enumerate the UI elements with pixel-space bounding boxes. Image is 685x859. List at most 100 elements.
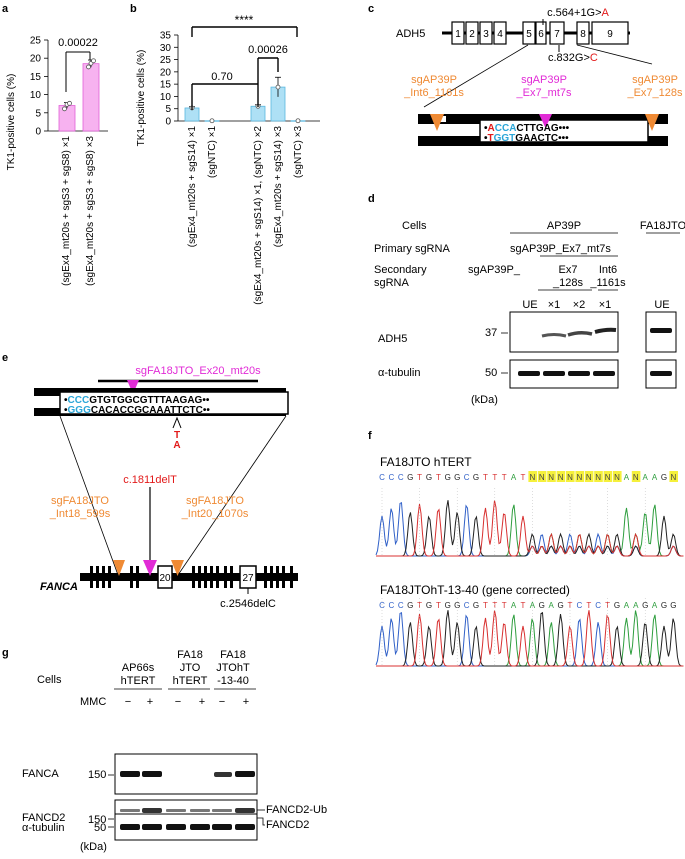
panel-g-mmc-2: + <box>147 696 153 708</box>
panel-c-exon <box>591 21 629 45</box>
panel-d-primary-label: Primary sgRNA <box>374 243 450 255</box>
panel-c-exon <box>522 21 536 45</box>
panel-f-seq2-base: T <box>436 601 441 610</box>
panel-b-ytick-label: 25 <box>160 55 172 66</box>
panel-a-point <box>62 106 67 112</box>
panel-d-lane-5: UE <box>654 299 669 311</box>
band <box>593 371 615 376</box>
panel-a-ytick-label: 15 <box>30 72 42 83</box>
panel-c-seq-bottom: •TGGTGAACTC••• <box>484 133 569 144</box>
panel-f-trace1-trace-t <box>376 500 684 557</box>
panel-f-seq1-base: T <box>417 473 422 482</box>
panel-f-seq2-base: C <box>595 601 601 610</box>
band <box>568 371 590 376</box>
panel-e-arrow-top <box>127 380 139 394</box>
panel-c-exon <box>493 21 507 45</box>
panel-d-lane-4: ×1 <box>599 299 612 311</box>
panel-f-seq1-base: N <box>671 473 677 482</box>
panel-a-ytick-label: 5 <box>35 108 41 119</box>
panel-e-gene: FANCA <box>40 581 78 593</box>
panel-f-seq2-base: T <box>586 601 591 610</box>
panel-f-seq1-base: A <box>511 473 517 482</box>
panel-e-mutation-2: c.2546delC <box>220 598 276 610</box>
panel-f-seq2-base: G <box>426 601 432 610</box>
panel-f-seq1-highlight <box>631 471 641 482</box>
panel-b-xtick-2: (sgNTC) ×1 <box>207 126 218 178</box>
panel-g-cell2-1: FA18 <box>177 649 203 661</box>
panel-a-pvalue: 0.00022 <box>58 37 98 49</box>
panel-c-sg-right-1: sgAP39P <box>632 74 678 86</box>
panel-f-seq1-base: N <box>586 473 592 482</box>
panel-f-seq1-highlight <box>669 471 678 482</box>
panel-c-seq-top: •ACCACTTGAG••• <box>484 123 570 134</box>
panel-f-seq1-base: C <box>398 473 404 482</box>
panel-a-xtick-2: (sgEx4_mt20s + sgS3 + sgS8) ×3 <box>85 136 96 286</box>
panel-b-xtick-3: (sgEx4_mt20s + sgS14) ×1, (sgNTC) ×2 <box>253 126 264 305</box>
panel-f-seq2-base: T <box>417 601 422 610</box>
panel-d-blot1-label: ADH5 <box>378 333 407 345</box>
panel-f-seq1-base: N <box>614 473 620 482</box>
band <box>650 328 672 333</box>
panel-g-mw1: 150 <box>88 769 106 781</box>
panel-f-seq1-base: C <box>379 473 385 482</box>
panel-g-blot3-bands <box>120 824 255 830</box>
panel-f-seq1-base: A <box>643 473 649 482</box>
panel-g-mw3: 50 <box>94 822 106 834</box>
panel-c-dna-window <box>479 119 649 143</box>
panel-f-seq2-base: T <box>521 601 526 610</box>
panel-d: d Cells AP39P FA18JTO Primary sgRNA sgAP… <box>368 190 685 420</box>
panel-a-point <box>91 58 96 64</box>
panel-e-exon-tick <box>108 566 111 588</box>
panel-a-ytick-label: 25 <box>30 36 42 47</box>
panel-g-mw2: 150 <box>88 814 106 826</box>
panel-c-label: c <box>368 3 374 15</box>
panel-g-label: g <box>2 647 9 659</box>
panel-e-exon-tick <box>90 566 93 588</box>
band <box>212 824 232 830</box>
panel-g-mmc-3: − <box>175 696 181 708</box>
panel-d-lane-2: ×1 <box>548 299 561 311</box>
panel-e-exon20-label: 20 <box>159 573 171 584</box>
band <box>120 771 140 777</box>
panel-f-seq2-base: A <box>624 601 630 610</box>
panel-g-mmc-4: + <box>199 696 205 708</box>
panel-f-seq2-base: A <box>530 601 536 610</box>
panel-c-exon-label: 7 <box>554 29 560 40</box>
panel-g-mmc-1: − <box>125 696 131 708</box>
panel-f-seq1-highlight <box>575 471 584 482</box>
panel-e-exon-tick <box>130 566 133 588</box>
panel-f-seq2-base: G <box>661 601 667 610</box>
panel-c-exon <box>451 21 465 45</box>
band <box>166 824 186 830</box>
panel-d-sec-int6-2: _1161s <box>589 277 626 289</box>
panel-g-cell3-2: JTOhT <box>216 662 250 674</box>
panel-f-seq1-base: G <box>661 473 667 482</box>
panel-g-mmc-6: + <box>243 696 249 708</box>
panel-b-chart: b TK1-positive cells (%) 05101520253035 … <box>130 3 320 305</box>
panel-e-exon-tick <box>230 566 233 588</box>
panel-e-seq-top: •CCCGTGTGGCGTTTAAGAG•• <box>64 395 210 406</box>
panel-d-sec-int6-1: Int6 <box>599 264 617 276</box>
panel-b-ylabel: TK1-positive cells (%) <box>136 50 147 147</box>
panel-c-sg-left-1: sgAP39P <box>411 74 457 86</box>
panel-g-blot3-label: α-tubulin <box>22 822 64 834</box>
panel-b-ytick-label: 5 <box>165 104 171 115</box>
panel-e-exon-tick <box>224 566 227 588</box>
panel-b-xtick-1: (sgEx4_mt20s + sgS14) ×1 <box>187 126 198 248</box>
panel-f-seq1-highlight <box>566 471 575 482</box>
panel-c-exon <box>479 21 493 45</box>
panel-a-point <box>86 64 91 70</box>
band <box>567 330 593 337</box>
panel-c-sg-left-2: _Int6_1161s <box>403 87 464 99</box>
panel-f-seq2-base: C <box>398 601 404 610</box>
panel-f-seq2-base: G <box>642 601 648 610</box>
panel-f-seq1-base: C <box>389 473 395 482</box>
panel-c-exon-label: 3 <box>483 29 489 40</box>
panel-f-seq1-highlight <box>547 471 556 482</box>
panel-c-arrow-mid <box>539 114 552 128</box>
band <box>650 371 672 376</box>
band-ub <box>166 809 186 812</box>
